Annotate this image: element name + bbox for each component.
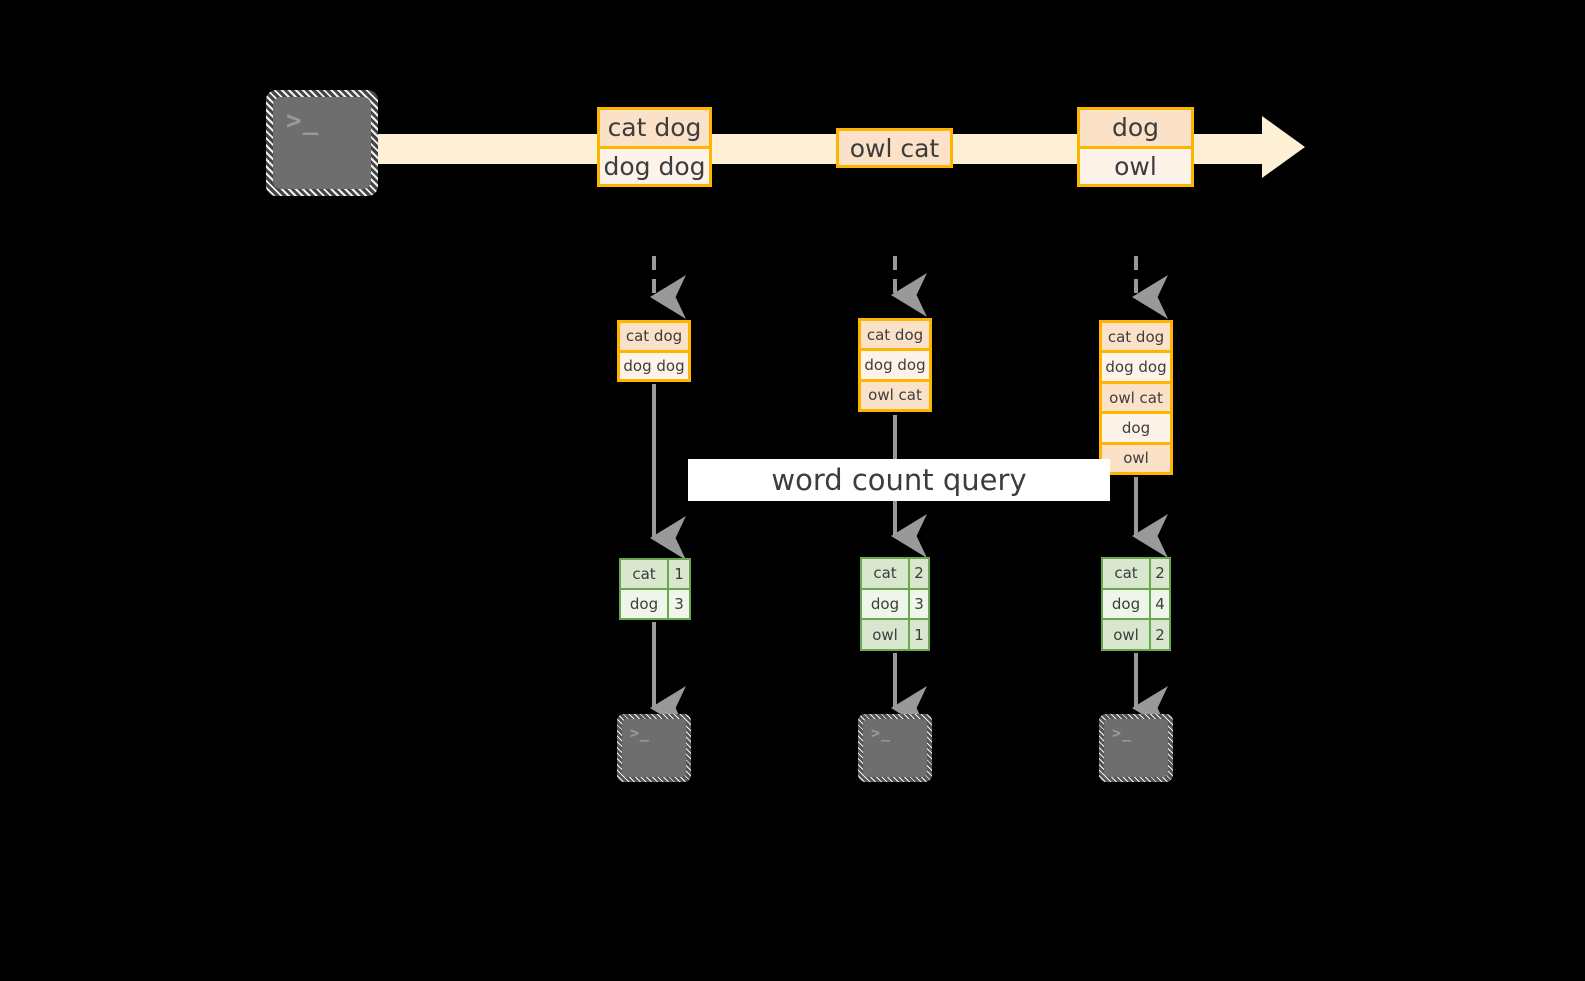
accumulated-state-2[interactable]: cat dog dog dog owl cat bbox=[858, 318, 932, 412]
terminal-prompt-glyph: >_ bbox=[1112, 724, 1133, 742]
result-count: 1 bbox=[667, 560, 689, 588]
state-line: dog dog bbox=[1102, 350, 1170, 381]
result-count: 2 bbox=[908, 559, 928, 588]
table-row: cat 1 bbox=[621, 560, 689, 588]
table-row: owl 2 bbox=[1103, 618, 1169, 650]
result-word: dog bbox=[870, 595, 900, 613]
query-banner: word count query bbox=[688, 459, 1110, 501]
result-word: cat bbox=[873, 564, 897, 583]
result-table-1[interactable]: cat 1 dog 3 bbox=[619, 558, 691, 620]
state-line: owl cat bbox=[1102, 380, 1170, 412]
state-line: owl bbox=[1102, 441, 1170, 473]
result-word: owl bbox=[1113, 625, 1139, 644]
terminal-screen bbox=[1104, 719, 1168, 777]
table-row: dog 4 bbox=[1103, 587, 1169, 619]
source-terminal-icon[interactable]: >_ bbox=[266, 90, 378, 196]
stream-batch-2[interactable]: owl cat bbox=[836, 128, 953, 168]
result-word: dog bbox=[629, 595, 659, 613]
record-line: dog bbox=[1080, 110, 1191, 146]
terminal-prompt-glyph: >_ bbox=[286, 106, 320, 136]
record-line: owl cat bbox=[839, 131, 950, 165]
table-row: cat 2 bbox=[862, 559, 928, 588]
terminal-screen bbox=[273, 97, 371, 189]
result-word: dog bbox=[1111, 595, 1141, 613]
result-count: 3 bbox=[908, 589, 928, 619]
terminal-screen bbox=[622, 719, 686, 777]
result-word: cat bbox=[1114, 564, 1138, 583]
record-line: owl bbox=[1080, 145, 1191, 184]
state-line: dog dog bbox=[620, 349, 688, 379]
result-word: cat bbox=[632, 565, 656, 583]
terminal-prompt-glyph: >_ bbox=[871, 724, 892, 742]
state-line: cat dog bbox=[861, 321, 929, 349]
record-line: cat dog bbox=[600, 110, 709, 146]
state-line: dog bbox=[1102, 411, 1170, 442]
result-to-sink-arrows bbox=[650, 622, 1168, 730]
sink-terminal-icon-3[interactable]: >_ bbox=[1099, 714, 1173, 782]
table-row: cat 2 bbox=[1103, 559, 1169, 588]
result-count: 1 bbox=[908, 620, 928, 650]
table-row: owl 1 bbox=[862, 618, 928, 650]
result-word: owl bbox=[872, 625, 898, 644]
table-row: dog 3 bbox=[621, 588, 689, 618]
result-table-2[interactable]: cat 2 dog 3 owl 1 bbox=[860, 557, 930, 651]
result-count: 2 bbox=[1149, 559, 1169, 588]
state-line: cat dog bbox=[620, 323, 688, 350]
query-banner-label: word count query bbox=[771, 463, 1027, 497]
stream-batch-3[interactable]: dog owl bbox=[1077, 107, 1194, 187]
terminal-prompt-glyph: >_ bbox=[630, 724, 651, 742]
record-line: dog dog bbox=[600, 145, 709, 184]
state-line: owl cat bbox=[861, 378, 929, 409]
stream-to-state-arrows bbox=[650, 256, 1168, 319]
result-count: 3 bbox=[667, 590, 689, 618]
state-line: cat dog bbox=[1102, 323, 1170, 351]
accumulated-state-3[interactable]: cat dog dog dog owl cat dog owl bbox=[1099, 320, 1173, 475]
sink-terminal-icon-1[interactable]: >_ bbox=[617, 714, 691, 782]
stream-batch-1[interactable]: cat dog dog dog bbox=[597, 107, 712, 187]
sink-terminal-icon-2[interactable]: >_ bbox=[858, 714, 932, 782]
accumulated-state-1[interactable]: cat dog dog dog bbox=[617, 320, 691, 382]
result-count: 2 bbox=[1149, 620, 1169, 650]
result-table-3[interactable]: cat 2 dog 4 owl 2 bbox=[1101, 557, 1171, 651]
result-count: 4 bbox=[1149, 589, 1169, 619]
table-row: dog 3 bbox=[862, 587, 928, 619]
state-line: dog dog bbox=[861, 348, 929, 379]
terminal-screen bbox=[863, 719, 927, 777]
